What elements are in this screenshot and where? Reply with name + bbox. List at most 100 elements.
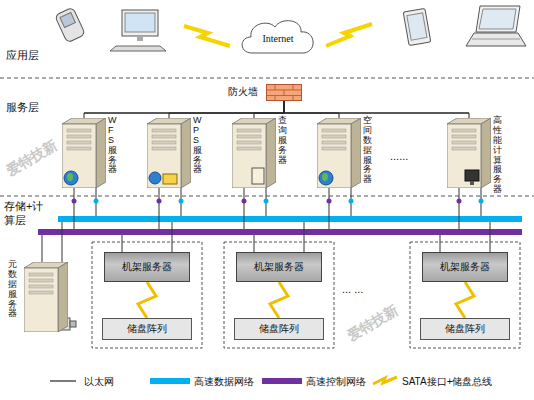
legend-text: 高速控制网络 [306, 375, 366, 389]
server-front [232, 124, 266, 188]
watermark: 爱特技新 [3, 137, 60, 181]
server: WPS服务器 [147, 118, 191, 188]
node-label: 机架服务器 [122, 260, 172, 274]
ellipsis: ...... [390, 150, 408, 162]
server-tower [62, 118, 106, 188]
drive-bay [29, 273, 53, 276]
control-network-band [38, 229, 522, 235]
server: WFS服务器 [62, 118, 106, 188]
server-tower [147, 118, 191, 188]
drive-bay [237, 147, 261, 150]
layer-label: 服务层 [6, 100, 39, 115]
layer-label: 应用层 [6, 48, 39, 63]
disk-array: 储盘阵列 [234, 318, 324, 340]
tablet-icon [403, 8, 431, 45]
node-label: 机架服务器 [440, 260, 490, 274]
node-label: 元数据服务器 [8, 260, 17, 319]
legend-swatch [262, 378, 302, 384]
brick-lines [266, 85, 302, 101]
drive-bay [237, 129, 261, 132]
globe-icon [149, 172, 161, 184]
connector [270, 282, 288, 318]
wireless-bolt [326, 24, 372, 46]
folder-icon [163, 174, 177, 184]
monitor-stand [470, 181, 474, 185]
node-label: 防火墙 [228, 85, 258, 99]
server-front [62, 124, 96, 188]
server-drops [42, 188, 490, 262]
server-front [24, 268, 58, 332]
node-label: 机架服务器 [254, 260, 304, 274]
legend-text: 以太网 [84, 375, 114, 389]
layer-label: 存储+计算层 [4, 199, 54, 228]
node-label: 储盘阵列 [445, 322, 485, 336]
laptop-icon [466, 6, 526, 46]
monitor-icon [465, 170, 479, 181]
bolt-sample [373, 377, 397, 384]
drive-bay [29, 285, 53, 288]
drive-bay [237, 141, 261, 144]
firewall: 防火墙 [266, 84, 302, 101]
server: 元数据服务器 [24, 262, 68, 332]
network-dots [72, 199, 462, 204]
drive-bay [67, 141, 91, 144]
server-front [447, 124, 481, 188]
drive-bay [237, 135, 261, 138]
server-side [58, 262, 68, 332]
layer-divider [0, 78, 534, 79]
legend-text: 高速数据网络 [194, 375, 254, 389]
connector [284, 101, 339, 118]
rack-server: 机架服务器 [104, 252, 190, 282]
server-side [181, 118, 191, 188]
disk-array: 储盘阵列 [420, 318, 510, 340]
globe-land [67, 173, 73, 181]
brick-wall [267, 85, 302, 101]
drive-bay [152, 141, 176, 144]
drive-bay [152, 135, 176, 138]
drive-bay [452, 129, 476, 132]
rack-group [224, 242, 334, 348]
data-network-band [58, 216, 522, 222]
document-icon [252, 168, 264, 184]
drive-bay [452, 147, 476, 150]
server-front [317, 124, 351, 188]
server: 高性能计算服务器 [447, 118, 491, 188]
drive-bay [67, 147, 91, 150]
drive-bay [29, 279, 53, 282]
server-side [96, 118, 106, 188]
rack-group [410, 242, 520, 348]
server-side [266, 118, 276, 188]
wireless-bolt [184, 26, 230, 46]
server-tower [447, 118, 491, 188]
legend-swatch [150, 378, 190, 384]
internet-cloud: Internet [238, 16, 318, 56]
server-tower [317, 118, 361, 188]
legend-bolt [372, 374, 398, 388]
node-label: 查询服务器 [278, 116, 287, 165]
drive-bay [322, 135, 346, 138]
rack-server: 机架服务器 [422, 252, 508, 282]
server-tower [24, 262, 68, 332]
firewall-bricks [266, 84, 302, 101]
drive-bay [452, 135, 476, 138]
node-label: WPS服务器 [193, 116, 202, 175]
globe-land [322, 173, 328, 181]
rack-server: 机架服务器 [236, 252, 322, 282]
connector [284, 101, 469, 118]
drive-bay [152, 147, 176, 150]
node-label: 储盘阵列 [127, 322, 167, 336]
drive-bay [322, 147, 346, 150]
desktop-icon [110, 10, 166, 51]
disk-array: 储盘阵列 [102, 318, 192, 340]
ellipsis: ... ... [342, 283, 363, 295]
line-sample [50, 380, 76, 381]
rack-group [92, 242, 202, 348]
globe-icon [64, 171, 78, 185]
node-label: 高性能计算服务器 [493, 116, 502, 195]
server-front [147, 124, 181, 188]
server: 查询服务器 [232, 118, 276, 188]
node-label: 空间数据服务器 [363, 116, 372, 185]
drive-bay [452, 141, 476, 144]
